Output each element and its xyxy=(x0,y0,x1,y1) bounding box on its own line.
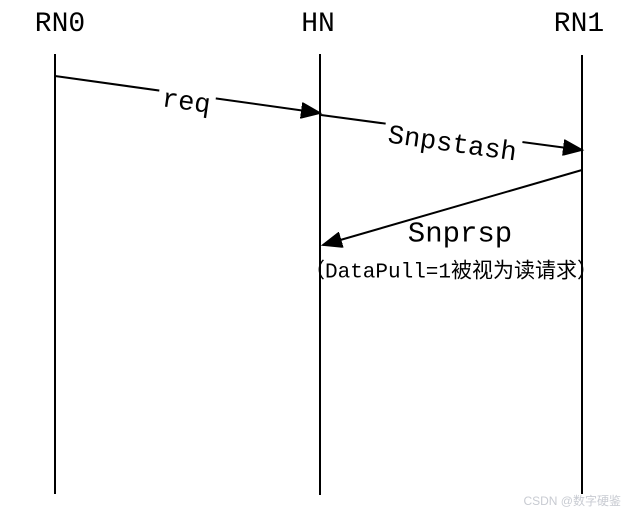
watermark: CSDN @数字硬鉴 xyxy=(523,494,621,508)
message-label-snprsp: Snprsp xyxy=(407,217,513,251)
arrow-snprsp xyxy=(323,169,583,245)
node-label-hn: HN xyxy=(301,9,335,40)
node-label-rn1: RN1 xyxy=(553,9,605,40)
node-label-rn0: RN0 xyxy=(34,9,86,40)
message-note: （DataPull=1被视为读请求） xyxy=(303,261,599,285)
